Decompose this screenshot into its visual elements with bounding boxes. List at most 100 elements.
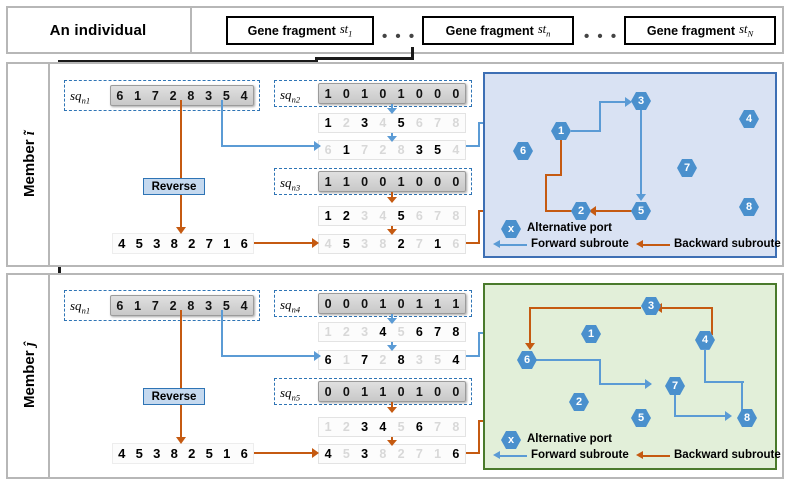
- member-i-sqn3-label: sqn3: [280, 175, 301, 193]
- connector-gene-down1: [411, 47, 414, 60]
- gene-fragment-1[interactable]: Gene fragment st1: [226, 16, 374, 45]
- gene-fragment-1-symbol: st1: [339, 22, 353, 39]
- member-i-index-bwd-cell-5: 6: [415, 209, 423, 223]
- member-i-masked-fwd-cell-6: 5: [434, 143, 442, 157]
- member-j-reversed-cell-6: 1: [223, 446, 231, 461]
- route-j-f-arrow-8: [725, 411, 732, 421]
- route-j-node-5[interactable]: 5: [631, 409, 651, 427]
- route-i-node-5[interactable]: 5: [631, 202, 651, 220]
- member-j-blue-index-to-masked: [391, 342, 394, 347]
- member-j-orange-index-to-masked: [391, 437, 394, 442]
- member-i-index-bwd-cell-2: 3: [361, 209, 369, 223]
- route-j-node-6[interactable]: 6: [517, 351, 537, 369]
- route-i-node-5-label: 5: [637, 204, 645, 217]
- member-i-sqn2-cell-3: 0: [379, 86, 387, 101]
- member-j-sqn1-cell-6: 5: [222, 298, 230, 313]
- member-i-masked-bwd-cell-0: 4: [324, 237, 332, 251]
- route-i-node-3[interactable]: 3: [631, 92, 651, 110]
- route-j-node-4[interactable]: 4: [695, 331, 715, 349]
- member-i-reversed-cell-7: 6: [240, 236, 248, 251]
- route-i-f-arrow-5: [636, 194, 646, 201]
- route-i-legend-backward-line: [642, 244, 670, 247]
- route-j-node-2[interactable]: 2: [569, 393, 589, 411]
- member-i-index-fwd-cell-6: 7: [434, 116, 442, 130]
- member-i-blue-down: [221, 100, 224, 147]
- route-i-b3: [545, 174, 548, 212]
- member-j-reverse-button[interactable]: Reverse: [143, 388, 205, 405]
- route-i-node-2[interactable]: 2: [571, 202, 591, 220]
- route-j-f3: [599, 383, 651, 386]
- member-i-masked-fwd-cell-3: 2: [379, 143, 387, 157]
- member-i-sqn3-cell-7: 0: [452, 174, 460, 189]
- route-i-node-4[interactable]: 4: [739, 110, 759, 128]
- route-i-legend-port-icon: x: [501, 220, 521, 238]
- member-i-index-fwd-cell-4: 5: [397, 116, 405, 130]
- member-i-orange-out-v: [478, 210, 481, 244]
- member-i-masked-fwd-cell-0: 6: [324, 143, 332, 157]
- route-j-node-8[interactable]: 8: [737, 409, 757, 427]
- member-i-orange-sqn3-to-index: [391, 192, 394, 199]
- member-j-index-bwd-cell-5: 6: [415, 420, 423, 434]
- member-i-sqn2-cell-7: 0: [452, 86, 460, 101]
- member-j-sqn5-label: sqn5: [280, 385, 301, 403]
- member-j-reversed-cell-1: 5: [135, 446, 143, 461]
- member-i-sqn1-cell-3: 2: [169, 88, 177, 103]
- route-i-f2: [599, 101, 602, 132]
- member-i-masked-bwd-cell-3: 8: [379, 237, 387, 251]
- member-j-index-fwd-cell-1: 2: [342, 325, 350, 339]
- route-j-legend-backward-arrow: [636, 451, 643, 459]
- route-i-node-1-hexagon-icon: 1: [551, 122, 571, 140]
- gene-fragment-N[interactable]: Gene fragment stN: [624, 16, 776, 45]
- member-i-sqn1-cell-6: 5: [222, 88, 230, 103]
- route-i-b4: [545, 174, 562, 177]
- gene-fragment-n[interactable]: Gene fragment stn: [422, 16, 574, 45]
- member-i-orange-down-1: [180, 100, 183, 178]
- route-i-f-arrow-3: [625, 97, 632, 107]
- member-j-masked-bwd-cell-3: 8: [379, 447, 387, 461]
- member-j-blue-out-h1: [466, 355, 480, 358]
- member-j-reversed-cell-2: 3: [153, 446, 161, 461]
- member-i-reversed-cell-5: 7: [205, 236, 213, 251]
- route-i-node-8[interactable]: 8: [739, 198, 759, 216]
- member-j-orange-arrow-masked: [387, 440, 397, 446]
- member-i-sqn1-cell-7: 4: [240, 88, 248, 103]
- route-i-node-6[interactable]: 6: [513, 142, 533, 160]
- member-j-sqn5-cell-0: 0: [324, 384, 332, 399]
- route-j-f1: [535, 359, 601, 362]
- member-j-index-fwd-cell-0: 1: [324, 325, 332, 339]
- member-j-blue-arrow-masked: [387, 345, 397, 351]
- route-i-legend-backward-arrow: [636, 240, 643, 248]
- member-j-sqn5-cell-5: 1: [415, 384, 423, 399]
- member-j-masked-bwd-cell-7: 6: [452, 447, 460, 461]
- member-j-index-bwd-cell-2: 3: [361, 420, 369, 434]
- route-j-node-1[interactable]: 1: [581, 325, 601, 343]
- ellipsis-right: • • •: [584, 28, 619, 45]
- member-j-orange-arrow-down: [176, 437, 186, 444]
- route-j-node-3-label: 3: [647, 299, 655, 312]
- member-j-sqn4-cell-3: 1: [379, 296, 387, 311]
- member-j-blue-arrow-right: [314, 351, 321, 361]
- route-j-node-8-label: 8: [743, 411, 751, 424]
- route-j-node-4-label: 4: [701, 333, 709, 346]
- route-i-node-1[interactable]: 1: [551, 122, 571, 140]
- member-j-index-fwd-cell-2: 3: [361, 325, 369, 339]
- member-i-reversed-cell-2: 3: [153, 236, 161, 251]
- route-i-legend-port-sym: x: [507, 222, 515, 235]
- route-i-node-7[interactable]: 7: [677, 159, 697, 177]
- route-j-node-2-hexagon-icon: 2: [569, 393, 589, 411]
- route-j-node-3[interactable]: 3: [641, 297, 661, 315]
- member-i-masked-fwd-cell-4: 8: [397, 143, 405, 157]
- route-i-f4: [640, 110, 643, 198]
- route-j-node-7[interactable]: 7: [665, 377, 685, 395]
- member-j-sqn5-cell-2: 1: [361, 384, 369, 399]
- member-i-index-fwd-cell-2: 3: [361, 116, 369, 130]
- member-i-reverse-button[interactable]: Reverse: [143, 178, 205, 195]
- member-j-reversed-cell-3: 8: [170, 446, 178, 461]
